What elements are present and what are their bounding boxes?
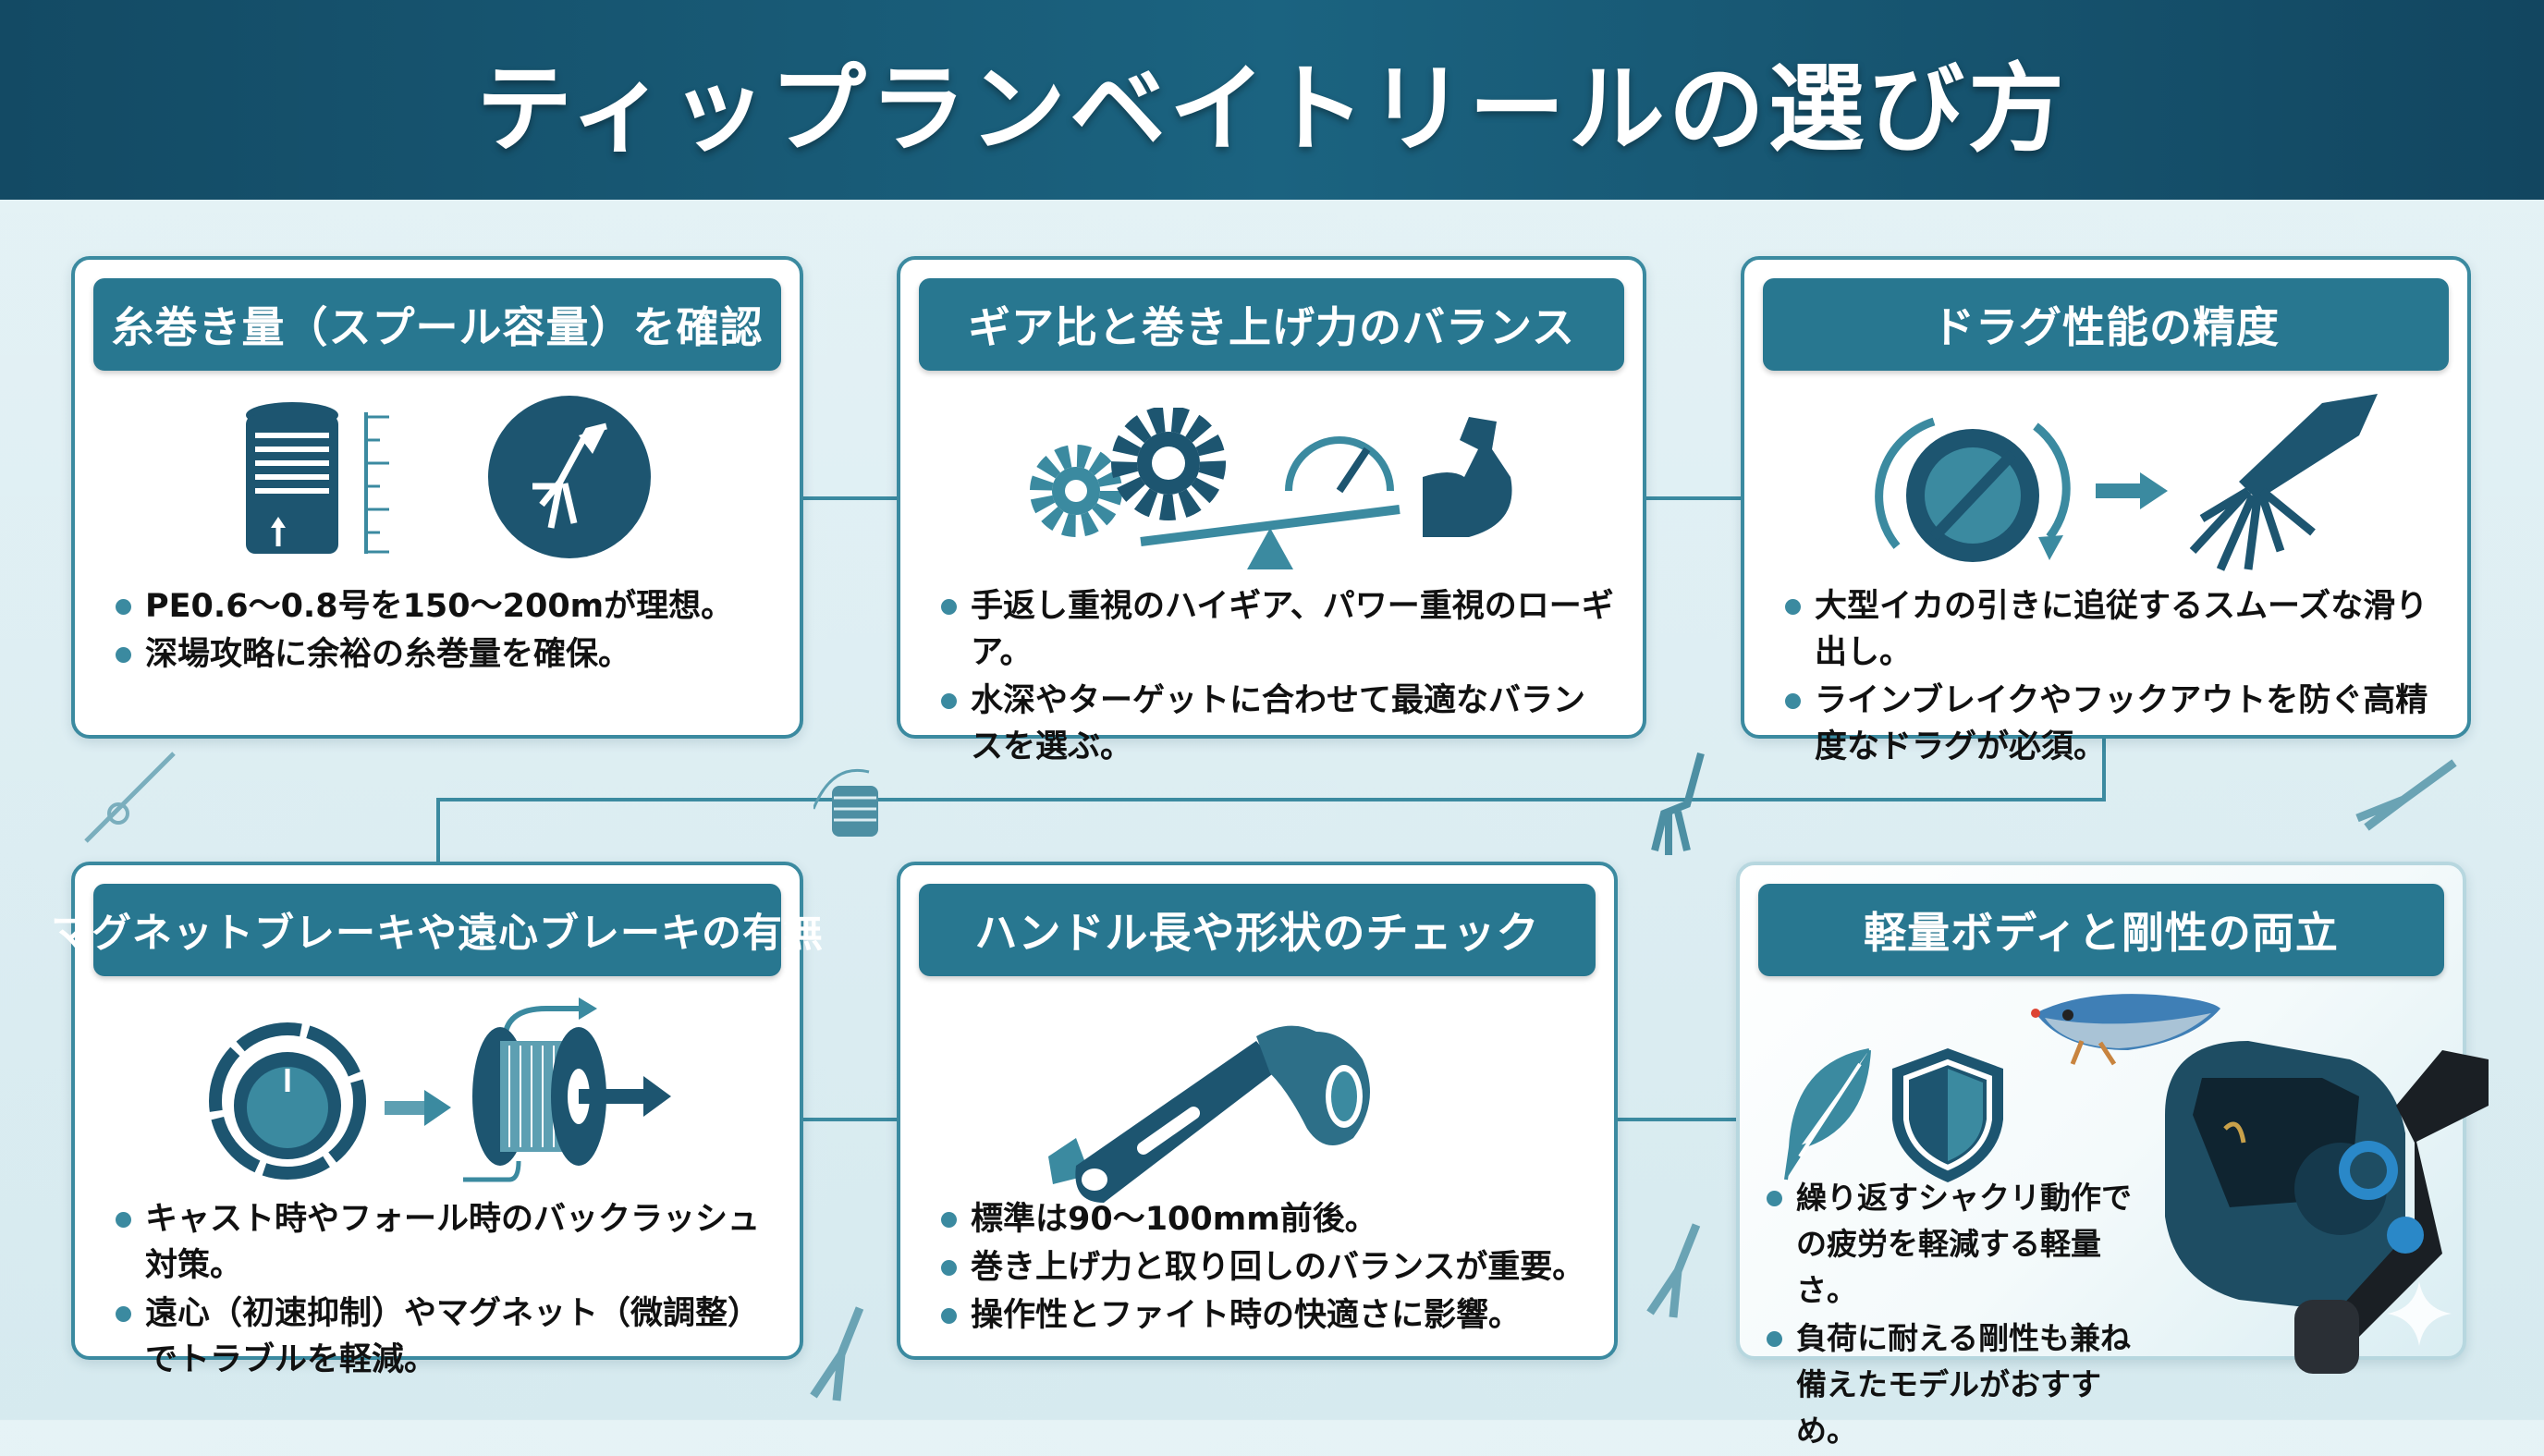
card-title: マグネットブレーキや遠心ブレーキの有無 [51,911,824,957]
card-spool-capacity: 糸巻き量（スプール容量）を確認 PE0.6〜0.8号を150〜200mが理想。 … [71,256,803,739]
bullet-list: キャスト時やフォール時のバックラッシュ対策。 遠心（初速抑制）やマグネット（微調… [112,1196,772,1385]
muscle-arm-icon [1423,417,1512,537]
bullet-item: 標準は90〜100mm前後。 [937,1196,1586,1242]
card-drag-precision: ドラグ性能の精度 大型イカの引きに追従するスムーズな滑り出し。 ラインブレイクや… [1741,256,2471,765]
bullet-item: 操作性とファイト時の快適さに影響。 [937,1292,1586,1339]
bullet-list: 繰り返すシャクリ動作での疲労を軽減する軽量さ。 負荷に耐える剛性も兼ね備えたモデ… [1763,1175,2148,1456]
card-header: 軽量ボディと剛性の両立 [1758,884,2444,976]
bullet-list: 手返し重視のハイギア、パワー重視のローギア。 水深やターゲットに合わせて最適なバ… [937,583,1615,772]
drag-knob-icon [1875,417,2071,562]
page-title: ティップランベイトリールの選び方 [476,52,2068,165]
bullet-item: 負荷に耐える剛性も兼ね備えたモデルがおすすめ。 [1763,1315,2148,1454]
card-title: ドラグ性能の精度 [1932,302,2280,352]
squid-silhouette-icon [1651,752,1705,855]
connector-line [803,496,897,500]
speedometer-icon [1285,436,1394,494]
sparkle-icon [2387,1281,2452,1346]
spool-icon [463,997,671,1182]
card-title: 軽量ボディと剛性の両立 [1864,908,2339,958]
card-header: ギア比と巻き上げ力のバランス [919,278,1624,371]
seesaw-icon [1140,505,1400,569]
card-lightweight-rigidity: 軽量ボディと剛性の両立 繰り返すシャクリ動作での疲労を軽減する軽量さ。 負荷に耐… [1736,862,2489,1449]
squid-icon [2189,394,2378,571]
connector-line [436,798,440,862]
connector-line [2102,739,2106,800]
bullet-item: 巻き上げ力と取り回しのバランスが重要。 [937,1244,1586,1291]
bullet-list: 標準は90〜100mm前後。 巻き上げ力と取り回しのバランスが重要。 操作性とフ… [937,1196,1586,1340]
card-title: ギア比と巻き上げ力のバランス [967,302,1576,352]
bullet-item: 遠心（初速抑制）やマグネット（微調整）でトラブルを軽減。 [112,1291,772,1383]
spool-capacity-icon [246,402,389,554]
card-header: ハンドル長や形状のチェック [919,884,1596,976]
connector-line [803,1118,897,1121]
brake-dial-icon [209,1022,366,1180]
bullet-list: PE0.6〜0.8号を150〜200mが理想。 深場攻略に余裕の糸巻量を確保。 [112,583,772,679]
bullet-item: 水深やターゲットに合わせて最適なバランスを選ぶ。 [937,678,1615,770]
bullet-item: ラインブレイクやフックアウトを防ぐ高精度なドラグが必須。 [1781,678,2440,770]
card-gear-ratio: ギア比と巻き上げ力のバランス 手返し重視のハイギア、パワー重視のローギア。 水深… [897,256,1646,765]
bullet-item: キャスト時やフォール時のバックラッシュ対策。 [112,1196,772,1289]
squid-badge-icon [488,396,651,558]
reel-handle-icon [1048,1025,1370,1203]
gears-icon [1030,408,1226,537]
squid-silhouette-icon [1646,1223,1701,1318]
arrow-right-icon [385,1090,451,1126]
fishing-rod-icon [84,752,176,843]
egi-lure-image [2031,994,2220,1066]
connector-line [1646,496,1741,500]
card-title: 糸巻き量（スプール容量）を確認 [111,302,764,352]
header-banner: ティップランベイトリールの選び方 [0,0,2544,200]
squid-silhouette-icon [810,1306,864,1401]
card-header: 糸巻き量（スプール容量）を確認 [93,278,781,371]
bullet-item: 大型イカの引きに追従するスムーズな滑り出し。 [1781,583,2440,676]
card-header: マグネットブレーキや遠心ブレーキの有無 [51,884,823,976]
squid-silhouette-icon [2355,759,2457,831]
card-brake-system: マグネットブレーキや遠心ブレーキの有無 キャスト時やフォール時のバックラッシュ対… [51,862,823,1378]
connector-line [436,798,2106,801]
bullet-item: PE0.6〜0.8号を150〜200mが理想。 [112,583,772,630]
arrow-right-icon [2096,472,2168,509]
card-title: ハンドル長や形状のチェック [974,908,1540,958]
bullet-item: 手返し重視のハイギア、パワー重視のローギア。 [937,583,1615,676]
baitcasting-reel-image [2165,1041,2489,1374]
connector-line [1618,1118,1736,1121]
shield-icon [1892,1048,2003,1182]
line-spool-icon [813,768,878,837]
bullet-item: 繰り返すシャクリ動作での疲労を軽減する軽量さ。 [1763,1175,2148,1314]
card-handle-length: ハンドル長や形状のチェック 標準は90〜100mm前後。 巻き上げ力と取り回しの… [897,862,1618,1360]
bullet-list: 大型イカの引きに追従するスムーズな滑り出し。 ラインブレイクやフックアウトを防ぐ… [1781,583,2440,772]
card-header: ドラグ性能の精度 [1763,278,2449,371]
bullet-item: 深場攻略に余裕の糸巻量を確保。 [112,631,772,678]
feather-icon [1784,1048,1871,1181]
